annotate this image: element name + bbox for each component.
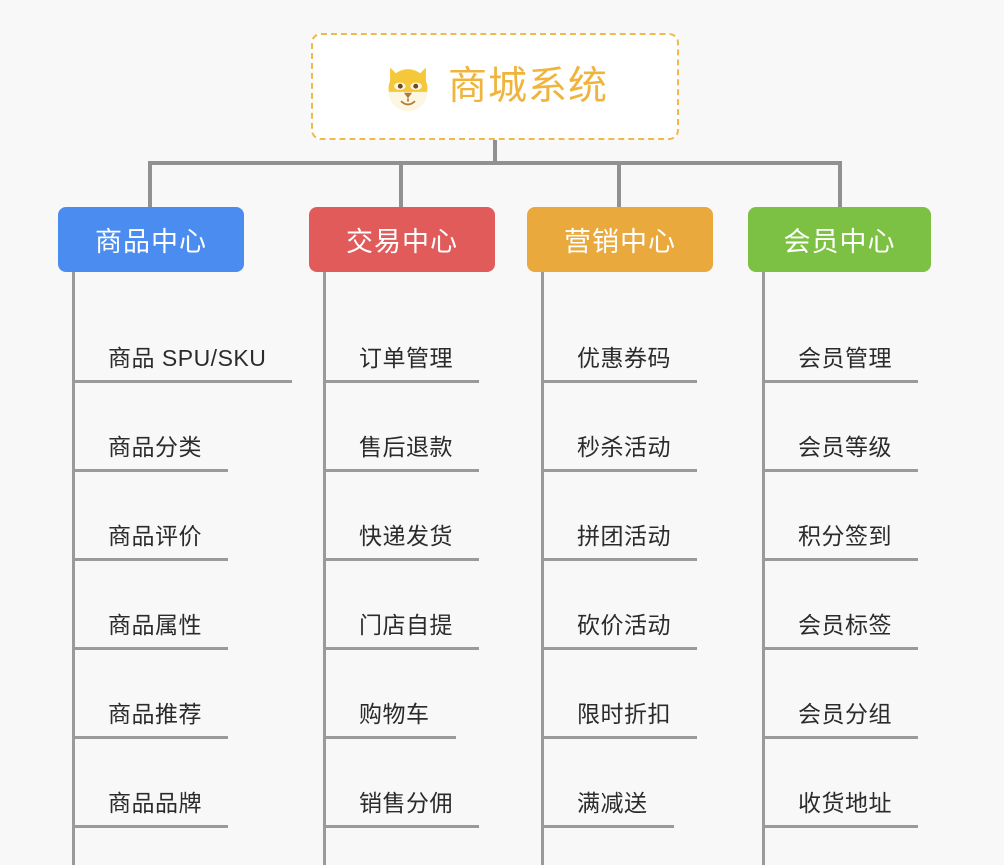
leaf-stack-2: 订单管理 售后退款 快递发货 门店自提 购物车 销售分佣 [323, 272, 495, 865]
list-item[interactable]: 商品分类 [72, 383, 244, 472]
spine-line-1 [72, 272, 75, 865]
leaf-label: 商品 SPU/SKU [108, 345, 267, 371]
leaf-label: 砍价活动 [577, 612, 671, 638]
spine-line-4 [762, 272, 765, 865]
diagram-canvas: 商城系统 商品中心 商品 SPU/SKU 商品分类 商品评价 商品属性 商品推荐… [58, 33, 931, 865]
leaf-label: 会员管理 [798, 345, 892, 371]
leaf-label: 售后退款 [359, 434, 453, 460]
leaf-label: 商品推荐 [108, 701, 202, 727]
list-item[interactable]: 满减送 [541, 739, 713, 828]
leaf-stack-3: 优惠券码 秒杀活动 拼团活动 砍价活动 限时折扣 满减送 [541, 272, 713, 865]
leaf-label: 优惠券码 [577, 345, 671, 371]
list-item[interactable]: 商品属性 [72, 561, 244, 650]
connector-drop-4 [838, 161, 842, 207]
leaf-label: 收货地址 [798, 790, 892, 816]
list-item[interactable]: 商品推荐 [72, 650, 244, 739]
connector-root-stem [493, 140, 497, 165]
category-title: 商品中心 [95, 227, 207, 257]
list-item[interactable]: 销售分佣 [323, 739, 495, 828]
leaf-stack-4: 会员管理 会员等级 积分签到 会员标签 会员分组 收货地址 [762, 272, 931, 865]
list-item[interactable]: 购物车 [323, 650, 495, 739]
leaf-label: 销售分佣 [359, 790, 453, 816]
list-item[interactable]: 会员管理 [762, 294, 931, 383]
list-item[interactable]: 会员分组 [762, 650, 931, 739]
category-column-2: 交易中心 订单管理 售后退款 快递发货 门店自提 购物车 销售分佣 [309, 207, 495, 865]
category-header-1[interactable]: 商品中心 [58, 207, 244, 272]
category-title: 营销中心 [564, 227, 676, 257]
list-item[interactable]: 商品品牌 [72, 739, 244, 828]
list-item[interactable]: 会员标签 [762, 561, 931, 650]
list-item[interactable]: 会员等级 [762, 383, 931, 472]
root-node-title: 商城系统 [447, 65, 608, 108]
list-item[interactable]: 门店自提 [323, 561, 495, 650]
leaf-label: 拼团活动 [577, 523, 671, 549]
category-title: 会员中心 [783, 227, 896, 257]
list-item[interactable]: 商品 SPU/SKU [72, 294, 293, 383]
list-item[interactable]: 拼团活动 [541, 472, 713, 561]
list-item[interactable]: 订单管理 [323, 294, 495, 383]
list-item[interactable]: 限时折扣 [541, 650, 713, 739]
leaf-label: 商品品牌 [108, 790, 202, 816]
list-item[interactable]: 优惠券码 [541, 294, 713, 383]
leaf-label: 满减送 [577, 790, 648, 816]
list-item[interactable]: 收货地址 [762, 739, 931, 828]
connector-horizontal-bus [148, 161, 842, 165]
category-header-2[interactable]: 交易中心 [309, 207, 495, 272]
leaf-label: 购物车 [359, 701, 430, 727]
connector-drop-2 [399, 161, 403, 207]
list-item[interactable]: 快递发货 [323, 472, 495, 561]
category-column-4: 会员中心 会员管理 会员等级 积分签到 会员标签 会员分组 收货地址 [748, 207, 931, 865]
category-column-1: 商品中心 商品 SPU/SKU 商品分类 商品评价 商品属性 商品推荐 商品品牌 [58, 207, 293, 865]
spine-line-2 [323, 272, 326, 865]
connector-drop-1 [148, 161, 152, 207]
leaf-label: 会员标签 [798, 612, 892, 638]
spine-line-3 [541, 272, 544, 865]
leaf-label: 秒杀活动 [577, 434, 671, 460]
list-item[interactable]: 砍价活动 [541, 561, 713, 650]
leaf-label: 快递发货 [359, 523, 453, 549]
dog-face-icon [388, 67, 428, 111]
leaf-label: 门店自提 [359, 612, 453, 638]
leaf-label: 商品分类 [108, 434, 202, 460]
leaf-label: 商品评价 [108, 523, 202, 549]
list-item[interactable]: 积分签到 [762, 472, 931, 561]
leaf-label: 商品属性 [108, 612, 202, 638]
leaf-label: 限时折扣 [577, 701, 671, 727]
leaf-label: 会员分组 [798, 701, 892, 727]
category-header-4[interactable]: 会员中心 [748, 207, 931, 272]
leaf-stack-1: 商品 SPU/SKU 商品分类 商品评价 商品属性 商品推荐 商品品牌 [72, 272, 293, 865]
category-column-3: 营销中心 优惠券码 秒杀活动 拼团活动 砍价活动 限时折扣 满减送 [527, 207, 713, 865]
category-header-3[interactable]: 营销中心 [527, 207, 713, 272]
category-title: 交易中心 [346, 227, 458, 257]
list-item[interactable]: 商品评价 [72, 472, 244, 561]
leaf-label: 会员等级 [798, 434, 892, 460]
leaf-label: 积分签到 [798, 523, 892, 549]
root-node-mall-system[interactable]: 商城系统 [311, 33, 679, 140]
leaf-label: 订单管理 [359, 345, 453, 371]
connector-drop-3 [617, 161, 621, 207]
list-item[interactable]: 售后退款 [323, 383, 495, 472]
list-item[interactable]: 秒杀活动 [541, 383, 713, 472]
